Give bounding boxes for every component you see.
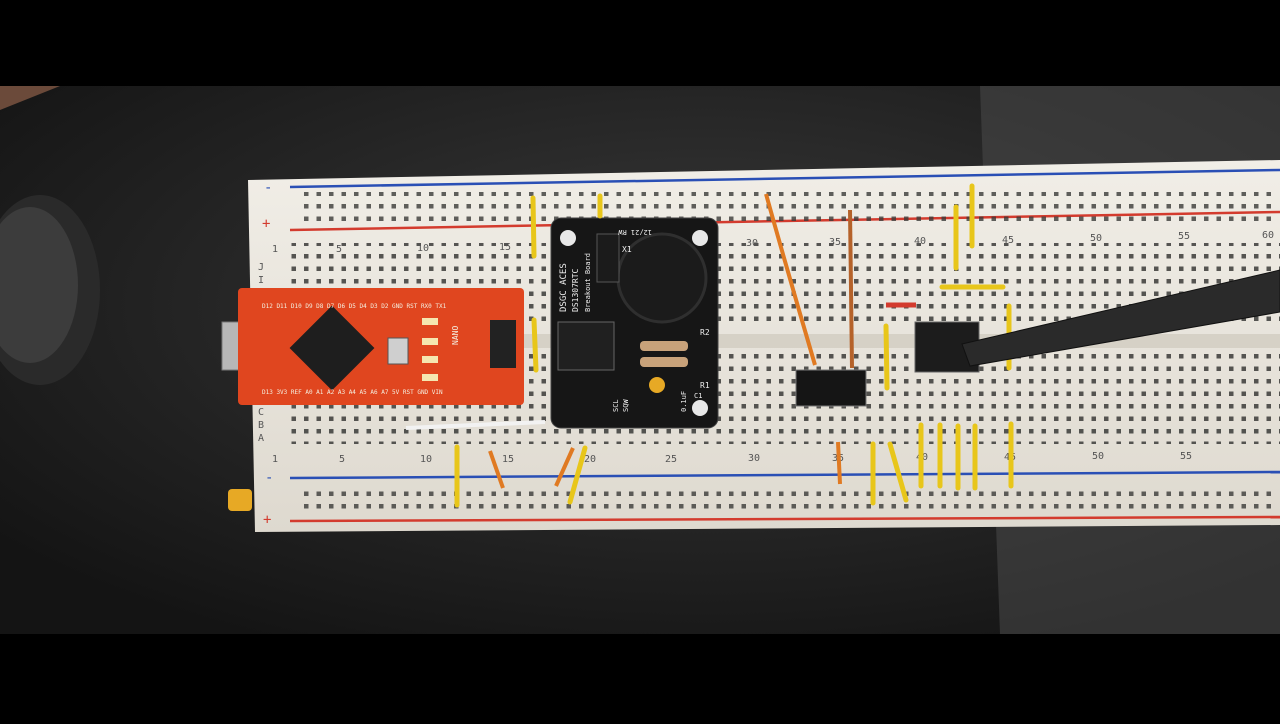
col-num: 45 bbox=[1002, 235, 1014, 246]
arduino-reset-button bbox=[387, 337, 409, 365]
yellow-wire bbox=[530, 195, 537, 259]
mount-hole bbox=[692, 400, 708, 416]
col-num: 5 bbox=[339, 454, 345, 465]
col-num: 10 bbox=[420, 454, 432, 465]
probe-tool bbox=[961, 269, 1280, 367]
arduino-icsp-header bbox=[490, 320, 516, 368]
col-num: 15 bbox=[502, 454, 514, 465]
arduino-bottom-pin-labels: D13 3V3 REF A0 A1 A2 A3 A4 A5 A6 A7 5V R… bbox=[262, 389, 443, 396]
yellow-wire bbox=[531, 317, 539, 373]
row-letter-c: C bbox=[258, 407, 264, 418]
top-rail-blue-line bbox=[289, 168, 1280, 189]
col-num: 10 bbox=[417, 243, 429, 254]
rtc-chip-label: DS1307RTC bbox=[571, 268, 580, 312]
col-num: 40 bbox=[914, 236, 926, 247]
arduino-board bbox=[238, 288, 524, 405]
yellow-wire bbox=[567, 445, 588, 505]
col-num: 30 bbox=[746, 238, 758, 249]
rtc-date: 12/21 RW bbox=[617, 228, 652, 236]
arduino-mcu-chip bbox=[289, 305, 375, 391]
bottom-minus-sign: - bbox=[265, 470, 273, 486]
bottom-rail-holes bbox=[298, 484, 1278, 514]
resistor bbox=[640, 341, 688, 351]
rtc-title: DSGC ACES bbox=[559, 263, 569, 312]
ds1307-chip bbox=[557, 321, 615, 371]
rtc-x1: X1 bbox=[622, 245, 632, 254]
orange-wire bbox=[764, 193, 817, 366]
crystal bbox=[596, 233, 620, 283]
slide-switch bbox=[795, 369, 867, 407]
orange-wire-short bbox=[836, 441, 842, 485]
mount-hole bbox=[692, 230, 708, 246]
top-letterbox bbox=[0, 0, 1280, 86]
mount-hole bbox=[560, 230, 576, 246]
rtc-cap-label: 0.1uF bbox=[680, 391, 688, 412]
capacitor bbox=[649, 377, 665, 393]
col-num: 25 bbox=[665, 454, 677, 465]
resistor bbox=[640, 357, 688, 367]
col-num: 15 bbox=[499, 242, 511, 253]
yellow-wire bbox=[887, 441, 909, 503]
col-num: 35 bbox=[829, 237, 841, 248]
row-letter-i: I bbox=[258, 275, 264, 286]
orange-wire-short bbox=[488, 450, 505, 489]
top-plus-sign: + bbox=[262, 216, 270, 232]
yellow-wire bbox=[883, 323, 890, 391]
row-letter-a: A bbox=[258, 433, 264, 444]
col-num: 5 bbox=[336, 244, 342, 255]
rtc-scl: SCL bbox=[612, 399, 620, 412]
rtc-r1: R1 bbox=[700, 381, 710, 390]
rtc-subtitle: Breakout Board bbox=[584, 253, 592, 312]
orange-wire-short bbox=[554, 447, 575, 487]
arduino-top-pin-labels: D12 D11 D10 D9 D8 D7 D6 D5 D4 D3 D2 GND … bbox=[262, 303, 447, 310]
col-num: 1 bbox=[272, 244, 278, 255]
left-knob-face bbox=[0, 207, 78, 363]
arduino-led bbox=[422, 338, 438, 345]
col-num: 30 bbox=[748, 453, 760, 464]
top-minus-sign: - bbox=[264, 180, 272, 196]
col-num: 20 bbox=[584, 454, 596, 465]
arduino-nano: D12 D11 D10 D9 D8 D7 D6 D5 D4 D3 D2 GND … bbox=[221, 288, 524, 405]
yellow-wires bbox=[454, 183, 1014, 508]
row-letter-b: B bbox=[258, 420, 264, 431]
rtc-breakout-board: DSGC ACES DS1307RTC Breakout Board 12/21… bbox=[550, 217, 719, 429]
hand-shadow bbox=[0, 86, 60, 110]
arduino-led bbox=[422, 356, 438, 363]
white-wire bbox=[405, 420, 546, 430]
top-rail-holes bbox=[298, 192, 1278, 222]
col-num: 60 bbox=[1262, 230, 1274, 241]
col-num: 55 bbox=[1178, 231, 1190, 242]
rtc-c1: C1 bbox=[694, 392, 702, 400]
row-letter-j: J bbox=[258, 262, 264, 273]
arduino-led bbox=[422, 374, 438, 381]
bottom-plus-sign: + bbox=[263, 512, 271, 528]
col-num: 50 bbox=[1092, 451, 1104, 462]
col-num: 55 bbox=[1180, 451, 1192, 462]
rtc-sqw: SQW bbox=[622, 399, 630, 412]
rtc-r2: R2 bbox=[700, 328, 710, 337]
col-num: 1 bbox=[272, 454, 278, 465]
col-num: 50 bbox=[1090, 233, 1102, 244]
brown-wire bbox=[848, 209, 854, 369]
bottom-letterbox bbox=[0, 634, 1280, 720]
arduino-led bbox=[422, 318, 438, 325]
yellow-component bbox=[228, 489, 252, 511]
bottom-rail-red-line bbox=[289, 515, 1280, 523]
arduino-label: NANO bbox=[451, 326, 460, 345]
